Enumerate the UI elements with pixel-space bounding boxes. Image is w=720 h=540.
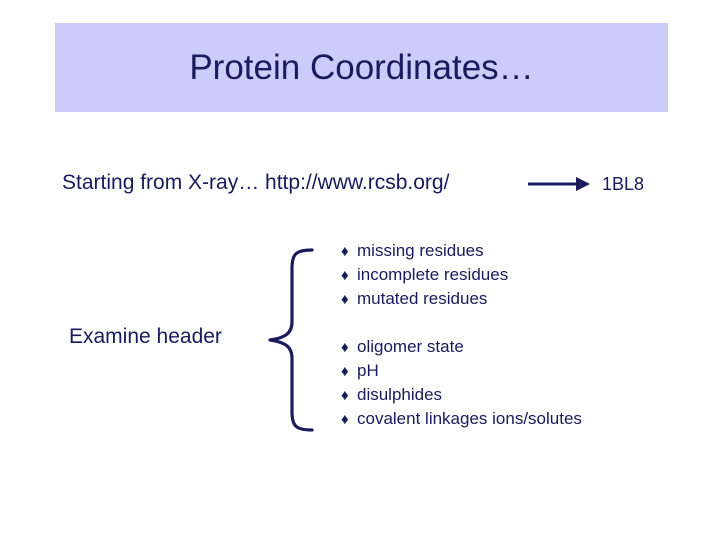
- source-row: Starting from X-ray… http://www.rcsb.org…: [62, 170, 682, 198]
- list-item-label: mutated residues: [357, 289, 488, 308]
- list-item-label: oligomer state: [357, 337, 464, 356]
- list-item: ♦ incomplete residues: [341, 263, 508, 287]
- list-item-label: pH: [357, 361, 379, 380]
- source-text: Starting from X-ray… http://www.rcsb.org…: [62, 171, 450, 194]
- examine-header-label: Examine header: [69, 325, 222, 348]
- list-item: ♦ mutated residues: [341, 287, 508, 311]
- diamond-bullet-icon: ♦: [341, 339, 349, 356]
- list-item-label: disulphides: [357, 385, 443, 404]
- title-band: Protein Coordinates…: [55, 23, 668, 112]
- list-item: ♦ oligomer state: [341, 335, 582, 359]
- list-item: ♦ covalent linkages ions/solutes: [341, 407, 582, 431]
- list-item: ♦ missing residues: [341, 239, 508, 263]
- diamond-bullet-icon: ♦: [341, 387, 349, 404]
- bullet-group-residue-issues: ♦ missing residues ♦ incomplete residues…: [341, 239, 508, 311]
- list-item-label: incomplete residues: [357, 265, 509, 284]
- list-item-label: covalent linkages ions/solutes: [357, 409, 582, 428]
- diamond-bullet-icon: ♦: [341, 267, 349, 284]
- diamond-bullet-icon: ♦: [341, 291, 349, 308]
- list-item: ♦ disulphides: [341, 383, 582, 407]
- list-item: ♦ pH: [341, 359, 582, 383]
- diamond-bullet-icon: ♦: [341, 411, 349, 428]
- diamond-bullet-icon: ♦: [341, 363, 349, 380]
- curly-brace-icon: [262, 246, 320, 434]
- diamond-bullet-icon: ♦: [341, 243, 349, 260]
- bullet-group-header-properties: ♦ oligomer state ♦ pH ♦ disulphides ♦ co…: [341, 335, 582, 431]
- page-title: Protein Coordinates…: [189, 48, 534, 87]
- list-item-label: missing residues: [357, 241, 484, 260]
- pdb-code: 1BL8: [602, 174, 645, 194]
- right-arrow-icon: [528, 172, 592, 196]
